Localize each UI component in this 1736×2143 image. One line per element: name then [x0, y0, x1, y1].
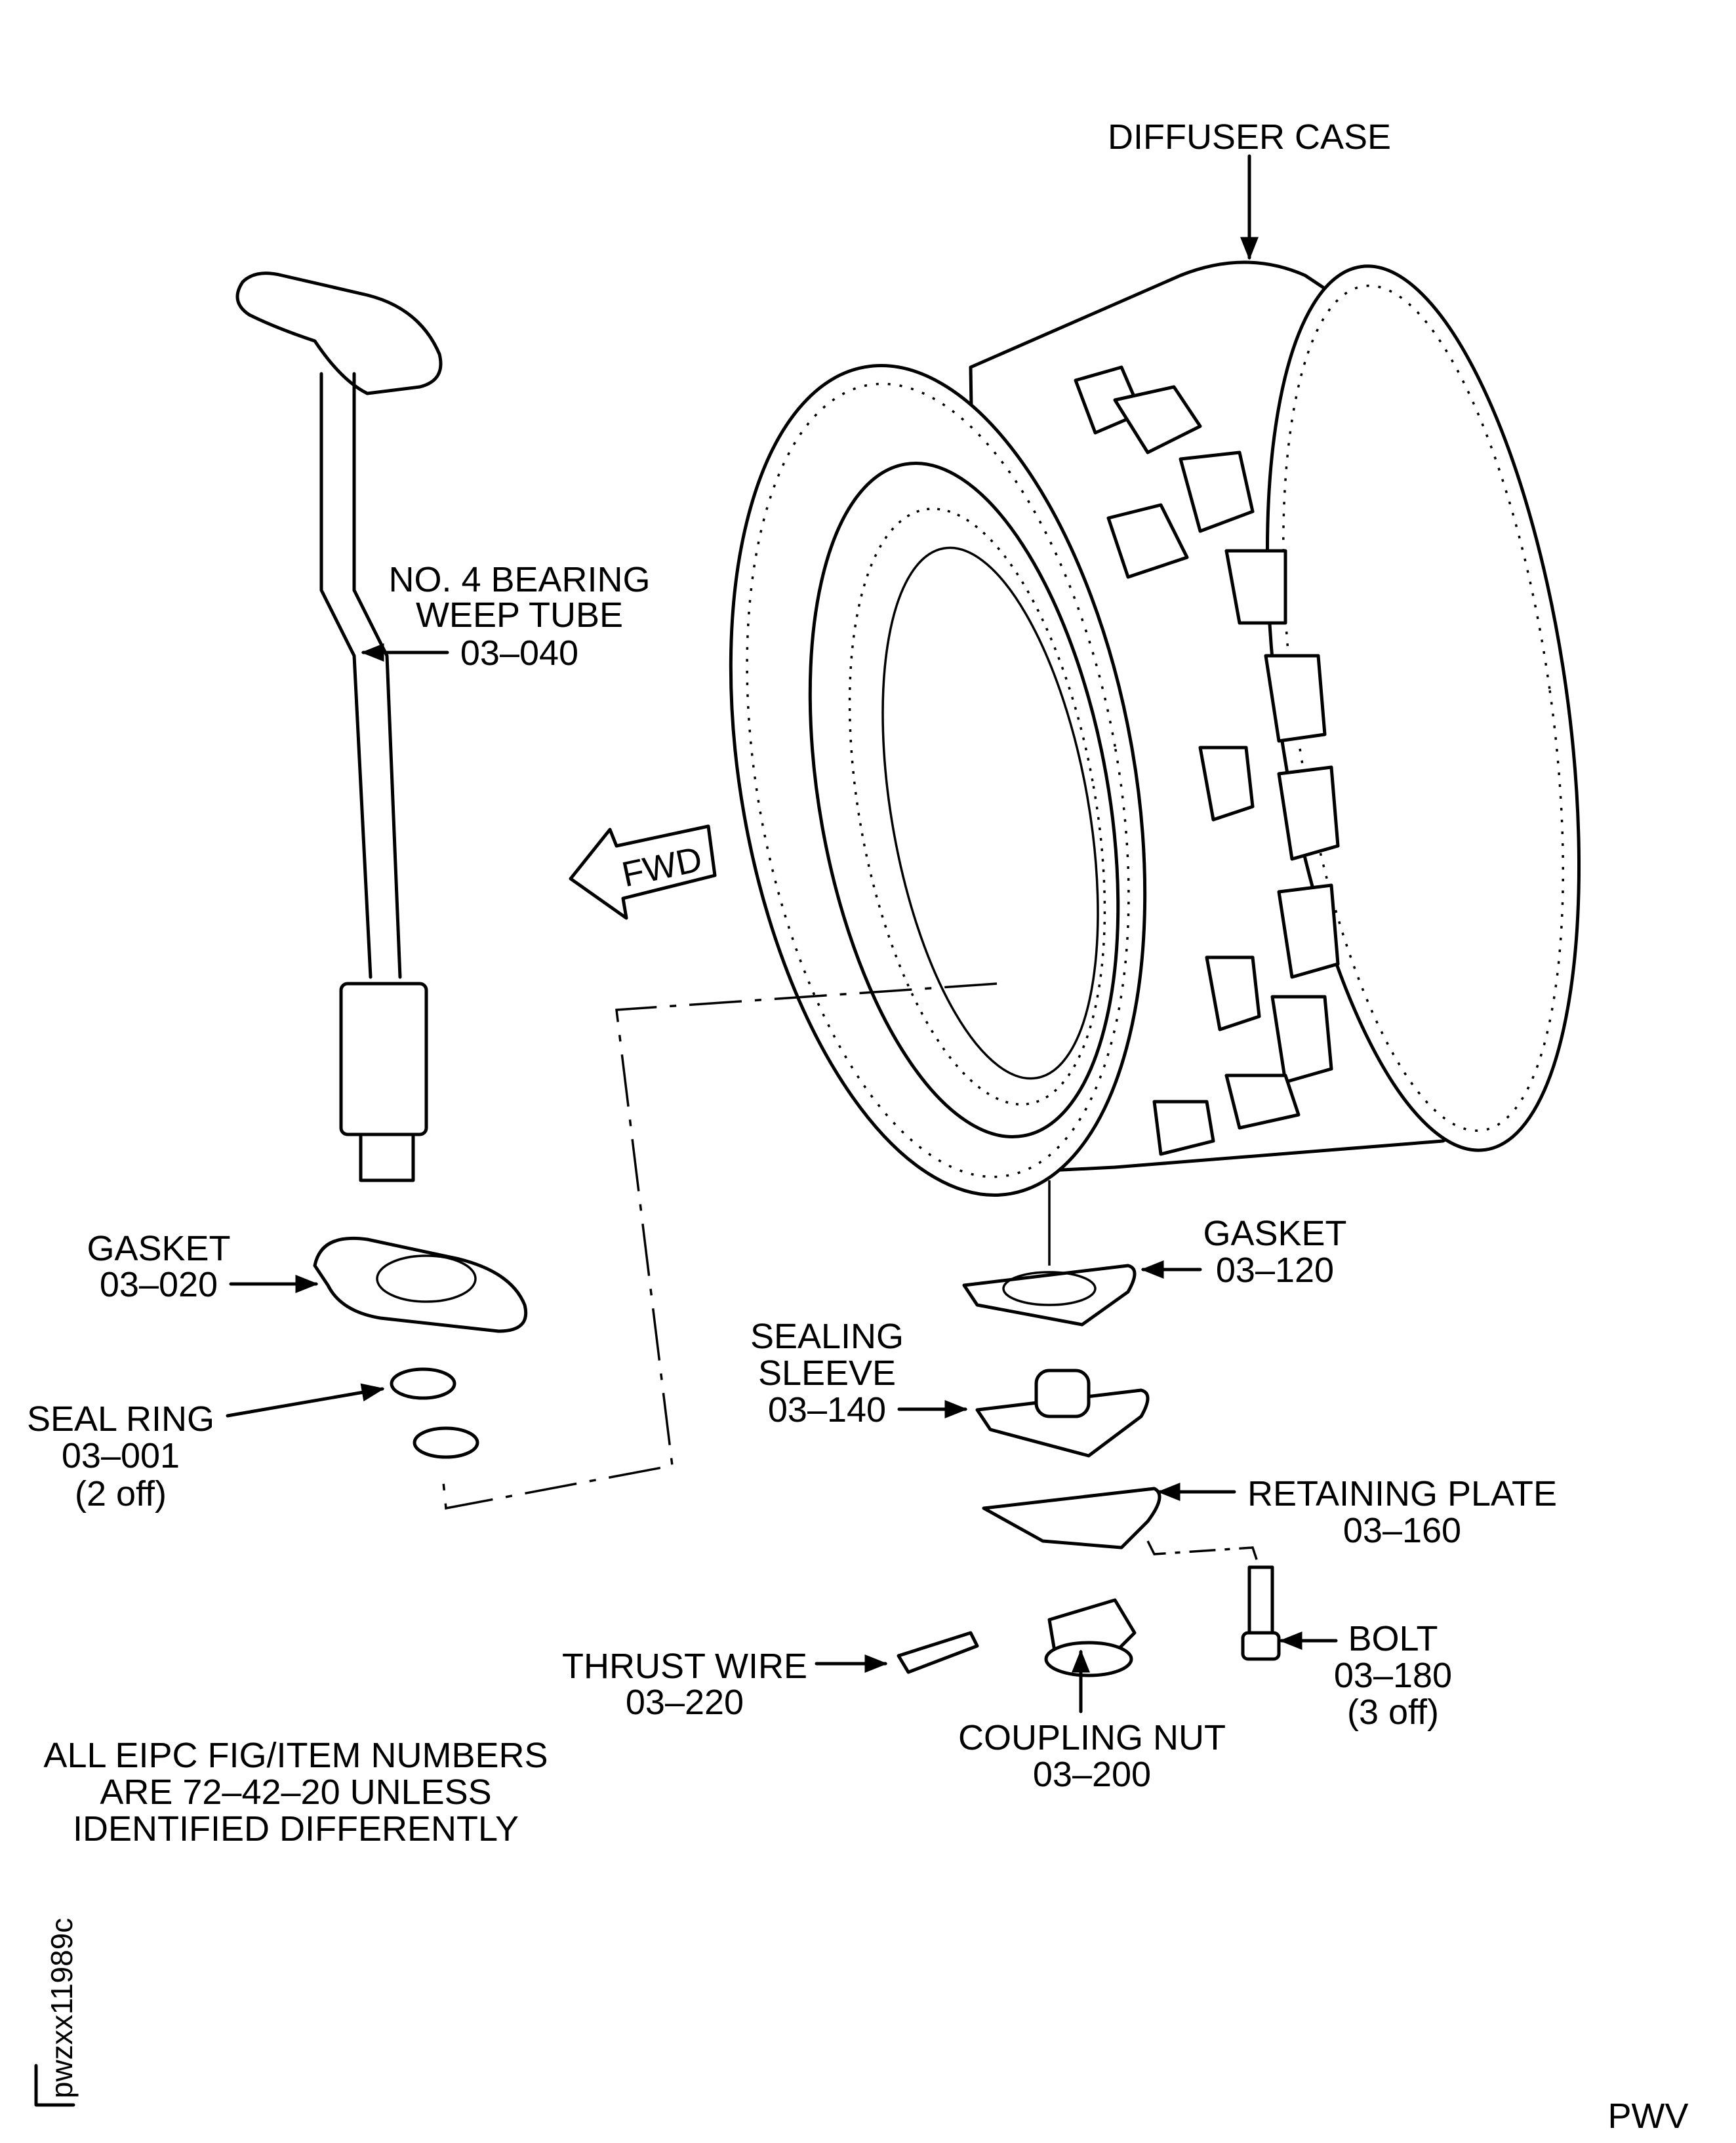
weep-tube-label-line2: WEEP TUBE [416, 595, 623, 635]
gasket-120-label: GASKET [1203, 1214, 1346, 1253]
seal-ring-qty: (2 off) [75, 1474, 167, 1513]
retaining-plate-label: RETAINING PLATE [1247, 1474, 1557, 1513]
note-line2: ARE 72–42–20 UNLESS [100, 1772, 491, 1812]
bolt-qty: (3 off) [1347, 1692, 1439, 1732]
weep-tube-number: 03–040 [460, 633, 578, 673]
thrust-wire-number: 03–220 [626, 1683, 744, 1722]
bolt-number: 03–180 [1334, 1656, 1452, 1695]
sealing-sleeve-label-line2: SLEEVE [758, 1353, 896, 1393]
drawing-id: pwzxx11989c [45, 1918, 79, 2098]
sealing-sleeve-number: 03–140 [768, 1390, 886, 1430]
gasket-020-label: GASKET [87, 1229, 230, 1268]
sealing-sleeve-label-line1: SEALING [750, 1317, 904, 1356]
bolt-label: BOLT [1348, 1619, 1438, 1658]
note-line3: IDENTIFIED DIFFERENTLY [73, 1809, 519, 1849]
weep-tube-drawing [235, 271, 443, 1182]
thrust-wire-label: THRUST WIRE [562, 1647, 807, 1686]
seal-ring-label: SEAL RING [27, 1399, 214, 1439]
gasket-020-number: 03–020 [100, 1265, 218, 1304]
diffuser-case-label: DIFFUSER CASE [1108, 117, 1391, 157]
gasket-020-drawing [313, 1236, 527, 1459]
diffuser-case-drawing [729, 260, 1581, 1197]
seal-ring-number: 03–001 [62, 1436, 180, 1475]
source-mark: PWV [1607, 2096, 1688, 2136]
lower-parts-drawing [897, 1180, 1281, 1677]
drawing-id-bracket [34, 2064, 75, 2107]
weep-tube-label-line1: NO. 4 BEARING [388, 560, 650, 599]
retaining-plate-number: 03–160 [1343, 1511, 1461, 1550]
note-line1: ALL EIPC FIG/ITEM NUMBERS [43, 1736, 548, 1775]
gasket-120-number: 03–120 [1216, 1251, 1334, 1290]
coupling-nut-label: COUPLING NUT [958, 1718, 1226, 1757]
fwd-arrow: FWD [569, 824, 717, 920]
coupling-nut-number: 03–200 [1033, 1755, 1151, 1794]
leader-arrows [226, 154, 1338, 1713]
